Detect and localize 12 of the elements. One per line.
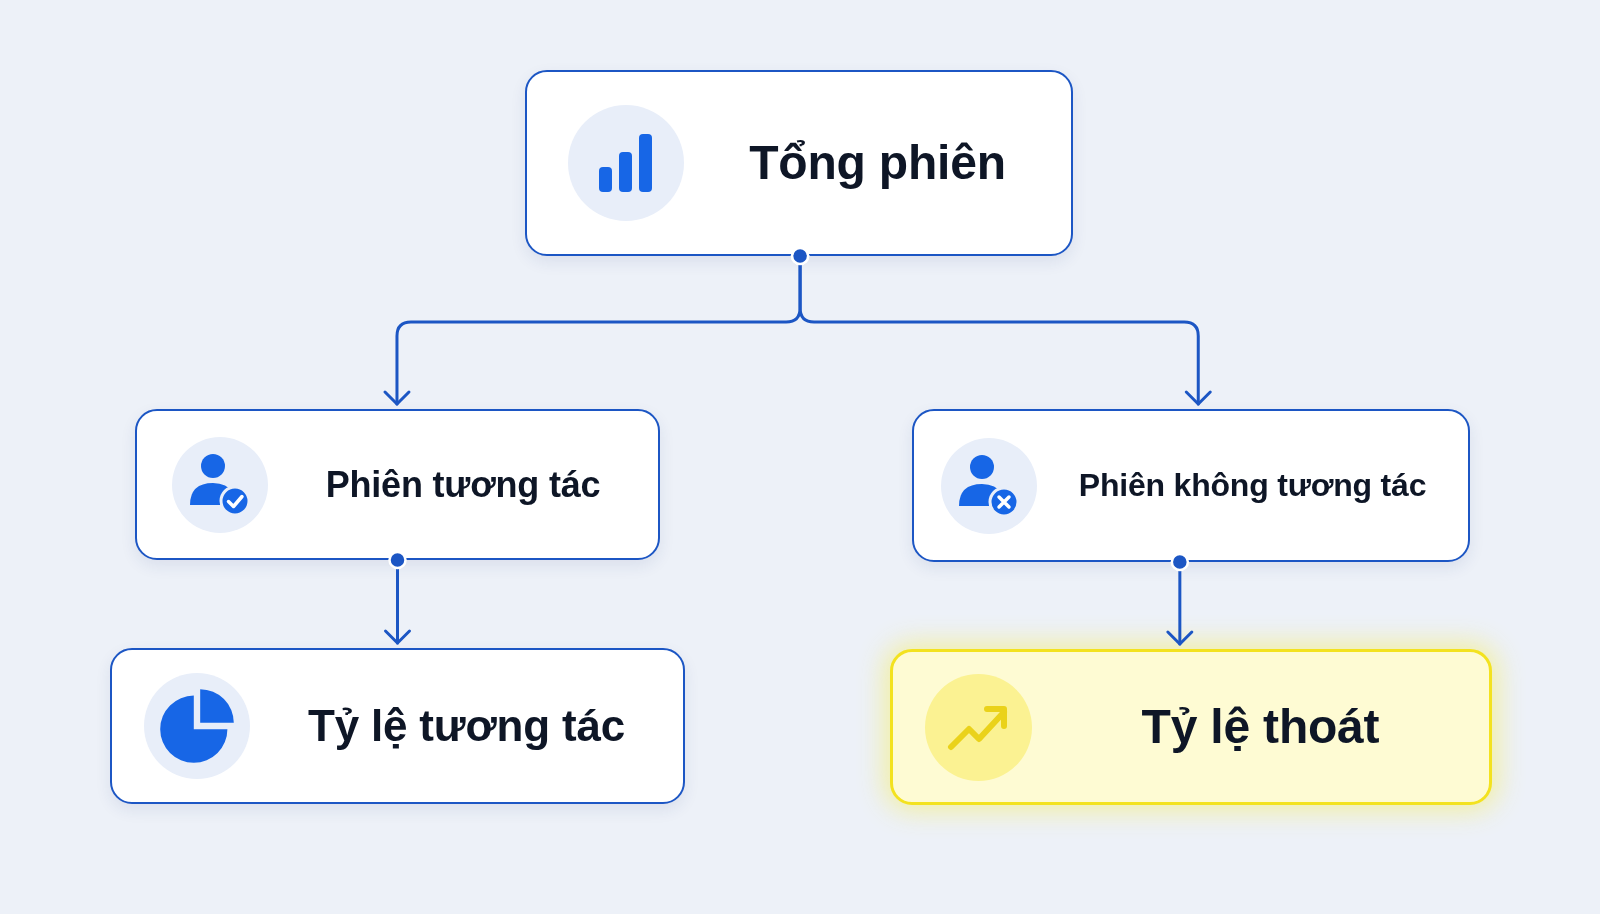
card-title: Tỷ lệ tương tác <box>308 699 625 752</box>
node-card <box>912 409 1470 562</box>
arrow <box>384 550 411 645</box>
node-card <box>525 70 1073 256</box>
card-title: Phiên không tương tác <box>1078 466 1427 505</box>
card-title: Phiên tương tác <box>325 462 601 507</box>
card-title: Tổng phiên <box>749 135 1006 192</box>
node-card <box>890 649 1492 805</box>
node-card <box>110 648 685 804</box>
card-title: Tỷ lệ thoát <box>1141 699 1380 756</box>
node-card <box>135 409 660 560</box>
arrow <box>1166 552 1194 646</box>
